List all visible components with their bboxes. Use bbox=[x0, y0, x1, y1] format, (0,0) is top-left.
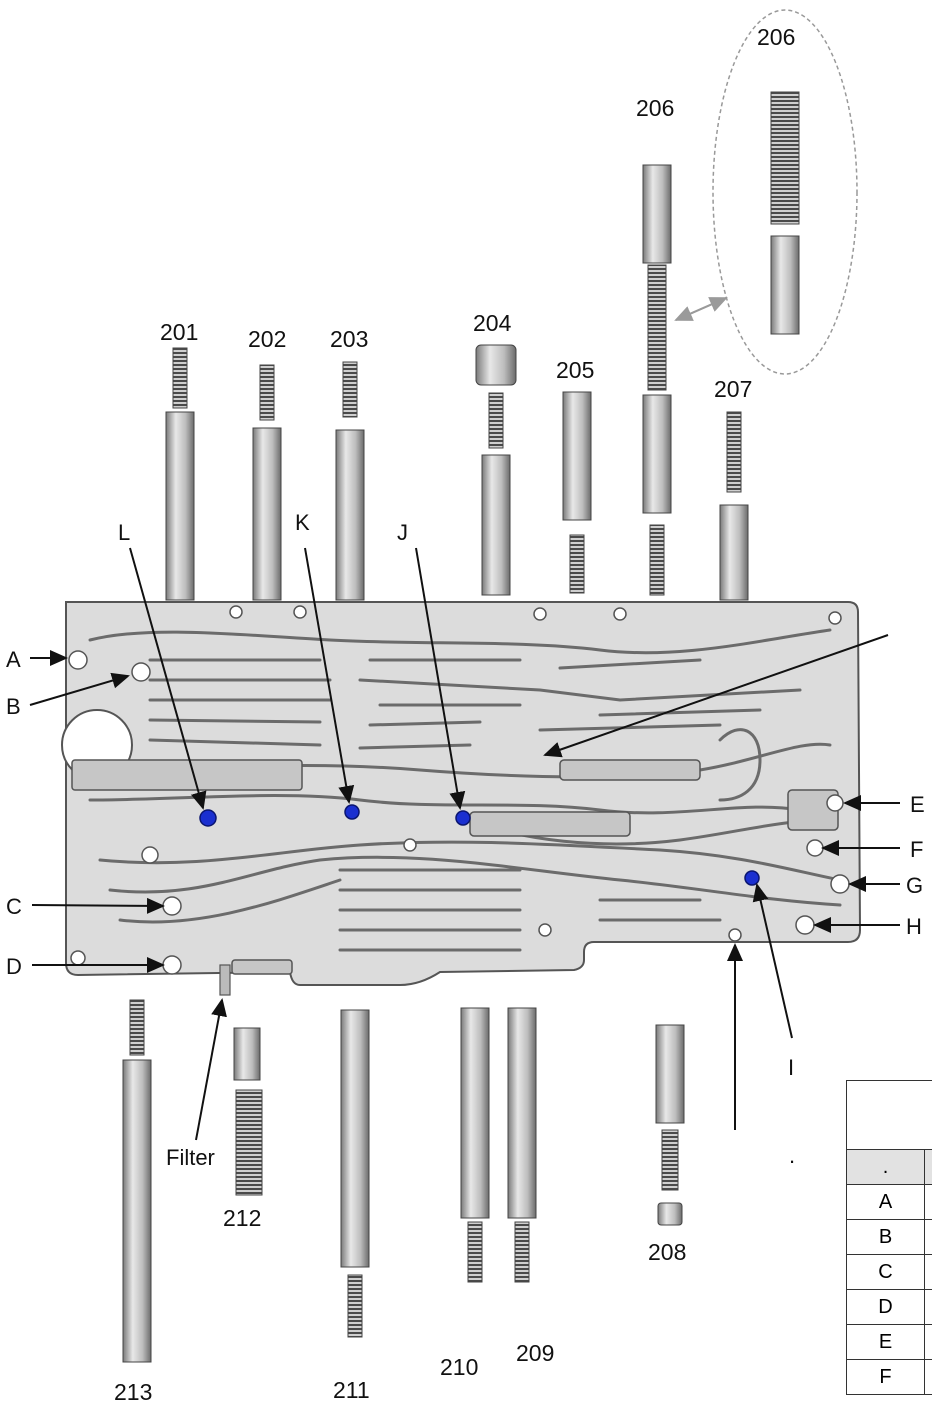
spool-205 bbox=[562, 391, 592, 521]
label-F: F bbox=[910, 837, 923, 862]
part-206-detail: 206 bbox=[757, 24, 795, 50]
spring-202 bbox=[259, 364, 275, 421]
label-L: L bbox=[118, 520, 130, 545]
spool-202 bbox=[252, 427, 282, 601]
spring-213 bbox=[129, 999, 145, 1056]
part-202: 202 bbox=[248, 326, 286, 352]
spool-208 bbox=[655, 1024, 685, 1124]
spring-204 bbox=[488, 392, 504, 449]
plug-212 bbox=[233, 1027, 261, 1081]
part-204: 204 bbox=[473, 310, 512, 336]
spool-206-bottom bbox=[642, 394, 672, 514]
spring-206-lower bbox=[649, 524, 665, 596]
bolt-holes bbox=[68, 605, 850, 975]
spring-211 bbox=[347, 1274, 363, 1338]
spring-209 bbox=[514, 1221, 530, 1283]
plug-208 bbox=[657, 1202, 683, 1226]
legend-row-F: F bbox=[846, 1359, 925, 1395]
legend-row-D: D bbox=[846, 1289, 925, 1325]
part-207: 207 bbox=[714, 376, 752, 402]
label-E: E bbox=[910, 792, 925, 817]
legend-row-E: E bbox=[846, 1324, 925, 1360]
spool-213 bbox=[122, 1059, 152, 1363]
part-205: 205 bbox=[556, 357, 594, 383]
part-208: 208 bbox=[648, 1239, 686, 1265]
part-210: 210 bbox=[440, 1354, 478, 1380]
label-I: I bbox=[788, 1055, 794, 1080]
part-211: 211 bbox=[333, 1377, 370, 1403]
spring-208 bbox=[661, 1129, 679, 1191]
spring-206 bbox=[647, 264, 667, 391]
spool-203 bbox=[335, 429, 365, 601]
label-J: J bbox=[397, 520, 408, 545]
check-balls bbox=[199, 804, 760, 886]
bottom-valves bbox=[122, 999, 685, 1363]
spool-201 bbox=[165, 411, 195, 601]
legend-row-C: C bbox=[846, 1254, 925, 1290]
spool-206-top bbox=[642, 164, 672, 264]
spring-201 bbox=[172, 347, 188, 409]
label-D: D bbox=[6, 954, 22, 979]
part-206: 206 bbox=[636, 95, 674, 121]
label-H: H bbox=[906, 914, 922, 939]
spring-205 bbox=[569, 534, 585, 594]
leader-lines bbox=[29, 547, 900, 1141]
part-201: 201 bbox=[160, 319, 198, 345]
part-203: 203 bbox=[330, 326, 368, 352]
part-213: 213 bbox=[114, 1379, 152, 1405]
label-K: K bbox=[295, 510, 310, 535]
spring-207 bbox=[726, 411, 742, 493]
detail-206 bbox=[674, 9, 858, 375]
legend-row-A: A bbox=[846, 1184, 925, 1220]
spring-212 bbox=[235, 1089, 263, 1196]
part-212: 212 bbox=[223, 1205, 261, 1231]
spool-204 bbox=[481, 454, 511, 596]
legend-row-B: B bbox=[846, 1219, 925, 1255]
legend-header-cell: . bbox=[846, 1149, 925, 1185]
label-dot: . bbox=[789, 1143, 795, 1168]
spring-210 bbox=[467, 1221, 483, 1283]
label-B: B bbox=[6, 694, 21, 719]
top-valves bbox=[165, 164, 749, 601]
spool-211 bbox=[340, 1009, 370, 1268]
filter-element bbox=[219, 964, 231, 996]
spool-210 bbox=[460, 1007, 490, 1219]
spool-207 bbox=[719, 504, 749, 601]
label-G: G bbox=[906, 873, 923, 898]
spool-209 bbox=[507, 1007, 537, 1219]
part-209: 209 bbox=[516, 1340, 554, 1366]
legend-table: . A B C D E F bbox=[846, 1080, 932, 1395]
spring-203 bbox=[342, 361, 358, 418]
plug-204 bbox=[475, 344, 517, 386]
label-A: A bbox=[6, 647, 21, 672]
legend-title-cell bbox=[846, 1080, 932, 1150]
label-C: C bbox=[6, 894, 22, 919]
detail-arrow-right bbox=[675, 297, 728, 321]
label-filter: Filter bbox=[166, 1145, 215, 1170]
valve-body-plate bbox=[61, 601, 862, 996]
